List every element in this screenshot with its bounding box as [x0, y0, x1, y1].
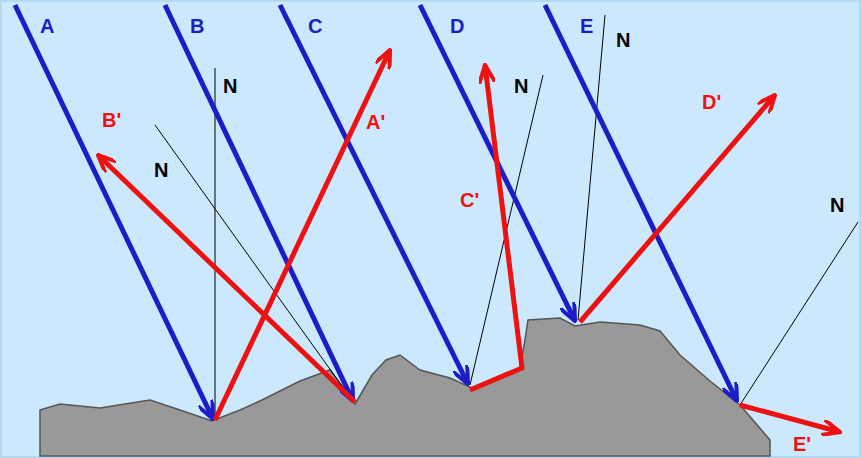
reflected-ray-label: D' [702, 92, 721, 112]
reflected-rays [98, 50, 840, 432]
incident-ray-label: C [308, 16, 322, 36]
normal-label: N [154, 160, 168, 180]
incident-ray-label: D [450, 16, 464, 36]
normal-lines [155, 15, 858, 420]
incident-ray-label: E [580, 16, 593, 36]
normal-label: N [223, 76, 237, 96]
reflected-ray-label: C' [460, 190, 479, 210]
incident-ray-label: A [40, 16, 54, 36]
reflected-ray-label: E' [793, 434, 811, 454]
reflected-ray-label: B' [102, 110, 121, 130]
incident-rays [15, 5, 737, 419]
normal-label: N [830, 195, 844, 215]
reflected-ray-label: A' [366, 112, 385, 132]
normal-label: N [514, 76, 528, 96]
rough-surface [40, 318, 770, 456]
normal-label: N [616, 30, 630, 50]
incident-ray-label: B [190, 16, 204, 36]
